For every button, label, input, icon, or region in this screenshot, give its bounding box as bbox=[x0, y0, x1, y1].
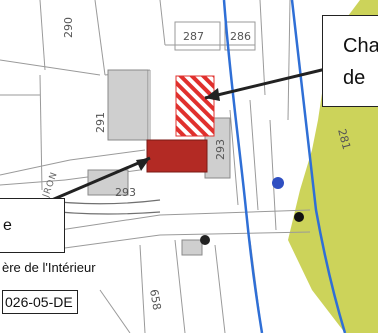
reference-code: 026-05-DE bbox=[2, 290, 78, 314]
buildings bbox=[87, 69, 231, 256]
hatched-parcel bbox=[175, 75, 215, 137]
parcel-290: 290 bbox=[62, 17, 75, 38]
parcel-293-b: 293 bbox=[214, 139, 227, 160]
parcel-281: 281 bbox=[335, 127, 353, 151]
parcel-658: 658 bbox=[147, 288, 163, 311]
black-marker-2 bbox=[200, 235, 210, 245]
parcel-293-a: 293 bbox=[115, 186, 136, 199]
right-callout-line2: de bbox=[343, 67, 366, 89]
arrow-left-head bbox=[136, 158, 150, 171]
black-marker bbox=[294, 212, 304, 222]
left-callout-text: e bbox=[3, 217, 12, 234]
arrow-right-head bbox=[205, 88, 220, 101]
highlighted-parcel bbox=[146, 139, 208, 173]
arrow-left bbox=[39, 156, 151, 207]
parcel-286: 286 bbox=[230, 30, 251, 43]
right-callout: Cha de bbox=[322, 15, 378, 107]
parcel-291: 291 bbox=[94, 112, 107, 133]
blue-marker bbox=[272, 177, 284, 189]
arrow-right bbox=[204, 66, 331, 100]
parcel-287: 287 bbox=[183, 30, 204, 43]
right-callout-line1: Cha bbox=[343, 35, 378, 57]
blue-lines bbox=[222, 0, 347, 333]
left-callout: e bbox=[0, 198, 65, 253]
caption: ère de l'Intérieur bbox=[2, 260, 96, 275]
street-label: JRON bbox=[41, 170, 60, 199]
